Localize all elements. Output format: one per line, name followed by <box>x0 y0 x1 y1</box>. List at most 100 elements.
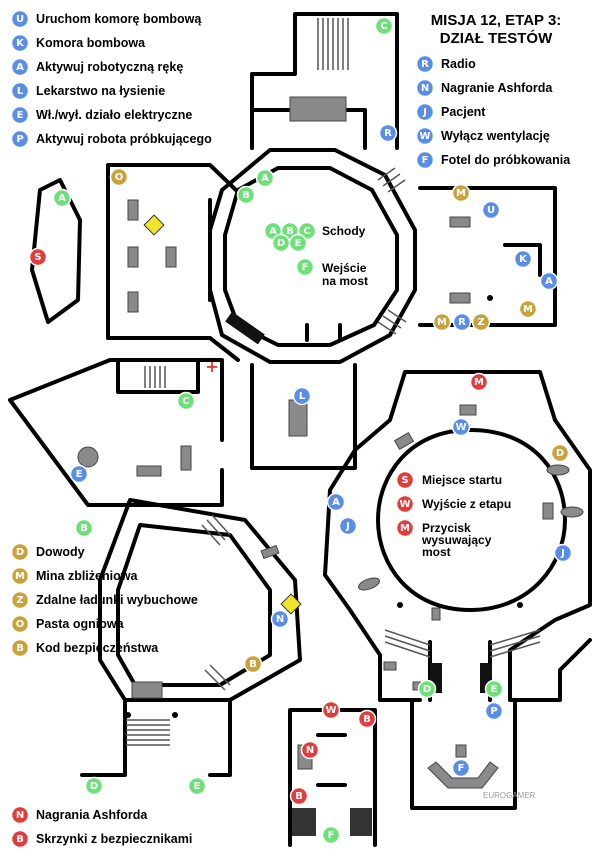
stairs-midleft <box>144 366 166 388</box>
map-marker-36-circle <box>451 758 471 778</box>
ring-legend-marker-2-circle <box>395 518 415 538</box>
map-marker-11-letter: A <box>58 193 66 204</box>
legend-blue-left-marker-4: E <box>10 105 30 125</box>
map-marker-18: M <box>432 312 452 332</box>
dark-block-bottom <box>292 808 316 836</box>
legend-red-marker-0-circle <box>10 805 30 825</box>
map-marker-19-circle <box>452 312 472 332</box>
legend-blue-right-marker-2-letter: J <box>422 107 427 118</box>
map-marker-8-letter: D <box>277 238 285 249</box>
map-marker-11-circle <box>52 188 72 208</box>
yellow-diamond-lower <box>280 593 302 615</box>
map-marker-13-letter: M <box>456 188 466 199</box>
legend-gold-marker-2: Z <box>10 590 30 610</box>
map-marker-19: R <box>452 312 472 332</box>
label-stairs: Schody <box>322 224 366 238</box>
legend-blue-right-marker-0-letter: R <box>421 59 429 70</box>
map-marker-14-letter: U <box>487 205 495 216</box>
map-marker-0-letter: C <box>380 21 387 32</box>
legend-blue-right-marker-4-letter: F <box>422 155 429 166</box>
map-marker-12-letter: S <box>34 252 41 263</box>
map-marker-2-circle <box>109 167 129 187</box>
ring-legend-marker-2: M <box>395 518 415 538</box>
legend-blue-right-marker-3-letter: W <box>419 131 430 142</box>
map-marker-41-letter: N <box>306 745 314 756</box>
map-title-line2: DZIAŁ TESTÓW <box>440 29 553 47</box>
map-marker-35-letter: P <box>490 706 497 717</box>
map-marker-2: O <box>109 167 129 187</box>
map-marker-36: F <box>451 758 471 778</box>
legend-blue-right-label-0: Radio <box>441 57 476 71</box>
map-marker-15-letter: K <box>519 254 528 265</box>
legend-gold-marker-2-circle <box>10 590 30 610</box>
legend-blue-left-label-2: Aktywuj robotyczną rękę <box>36 60 183 74</box>
legend-blue-right-marker-1-circle <box>415 78 435 98</box>
legend-blue-right-marker-2: J <box>415 102 435 122</box>
legend-blue-right-marker-4: F <box>415 150 435 170</box>
legend-blue-left-marker-4-letter: E <box>17 110 24 121</box>
legend-blue-left-label-4: Wł./wył. działo elektryczne <box>36 108 192 122</box>
map-marker-22-circle <box>292 386 312 406</box>
map-marker-42-circle <box>289 786 309 806</box>
map-marker-26: B <box>243 654 263 674</box>
legend-gold-marker-3-circle <box>10 614 30 634</box>
map-marker-30: A <box>326 492 346 512</box>
map-marker-33-circle <box>417 679 437 699</box>
red-cross-icon: + <box>205 357 218 376</box>
map-marker-34-circle <box>484 679 504 699</box>
legend-gold-marker-2-letter: Z <box>16 595 23 606</box>
map-marker-31-letter: J <box>345 521 350 532</box>
map-marker-6-letter: B <box>286 226 294 237</box>
ring-legend-label-2-line2: wysuwający <box>421 533 492 547</box>
legend-red-marker-0: N <box>10 805 30 825</box>
black-dots <box>125 295 523 718</box>
map-marker-43-circle <box>321 825 341 845</box>
map-marker-38: E <box>187 776 207 796</box>
ring-legend-label-1: Wyjście z etapu <box>422 497 511 511</box>
legend-blue-right-marker-3: W <box>415 126 435 146</box>
map-marker-25-circle <box>270 609 290 629</box>
map-marker-24: B <box>74 518 94 538</box>
map-marker-24-letter: B <box>80 523 88 534</box>
legend-blue-left-label-1: Komora bombowa <box>36 36 146 50</box>
legend-gold-marker-4-letter: B <box>16 643 24 654</box>
ring-legend-marker-0-circle <box>395 470 415 490</box>
legend-red-label-1: Skrzynki z bezpiecznikami <box>36 832 192 846</box>
map-marker-37-circle <box>84 776 104 796</box>
legend-blue-right-label-2: Pacjent <box>441 105 486 119</box>
map-marker-41: N <box>300 740 320 760</box>
map-marker-42-letter: B <box>295 791 303 802</box>
ring-legend-marker-1: W <box>395 494 415 514</box>
map-marker-10-letter: F <box>302 262 309 273</box>
legend-gold-marker-1-letter: M <box>15 571 25 582</box>
watermark: EUROGAMER <box>483 791 536 800</box>
map-marker-4-circle <box>236 185 256 205</box>
map-marker-29-letter: D <box>556 448 564 459</box>
map-marker-39: W <box>321 700 341 720</box>
legend-blue-left-marker-5-letter: P <box>16 134 23 145</box>
map-marker-9: E <box>288 233 308 253</box>
map-marker-8: D <box>271 233 291 253</box>
map-marker-40-circle <box>357 709 377 729</box>
map-marker-33-letter: D <box>423 684 431 695</box>
map-marker-4-letter: B <box>242 190 250 201</box>
map-marker-1-letter: R <box>384 128 392 139</box>
legend-blue-left-marker-4-circle <box>10 105 30 125</box>
ring-legend-label-0: Miejsce startu <box>422 473 502 487</box>
map-marker-9-letter: E <box>295 238 302 249</box>
map-marker-0: C <box>374 16 394 36</box>
map-marker-3-circle <box>255 168 275 188</box>
legend-blue-left-marker-5: P <box>10 129 30 149</box>
ring-legend-label-2: Przycisk <box>422 521 471 535</box>
legend-blue-left-label-5: Aktywuj robota próbkującego <box>36 132 212 146</box>
map-marker-11: A <box>52 188 72 208</box>
map-marker-1: R <box>378 123 398 143</box>
map-marker-22-letter: L <box>299 391 306 402</box>
legend-blue-right-marker-1: N <box>415 78 435 98</box>
legend-blue-left-marker-3-letter: L <box>17 86 24 97</box>
map-marker-28-letter: W <box>455 422 466 433</box>
map-marker-3: A <box>255 168 275 188</box>
legend-red-marker-1: B <box>10 829 30 849</box>
